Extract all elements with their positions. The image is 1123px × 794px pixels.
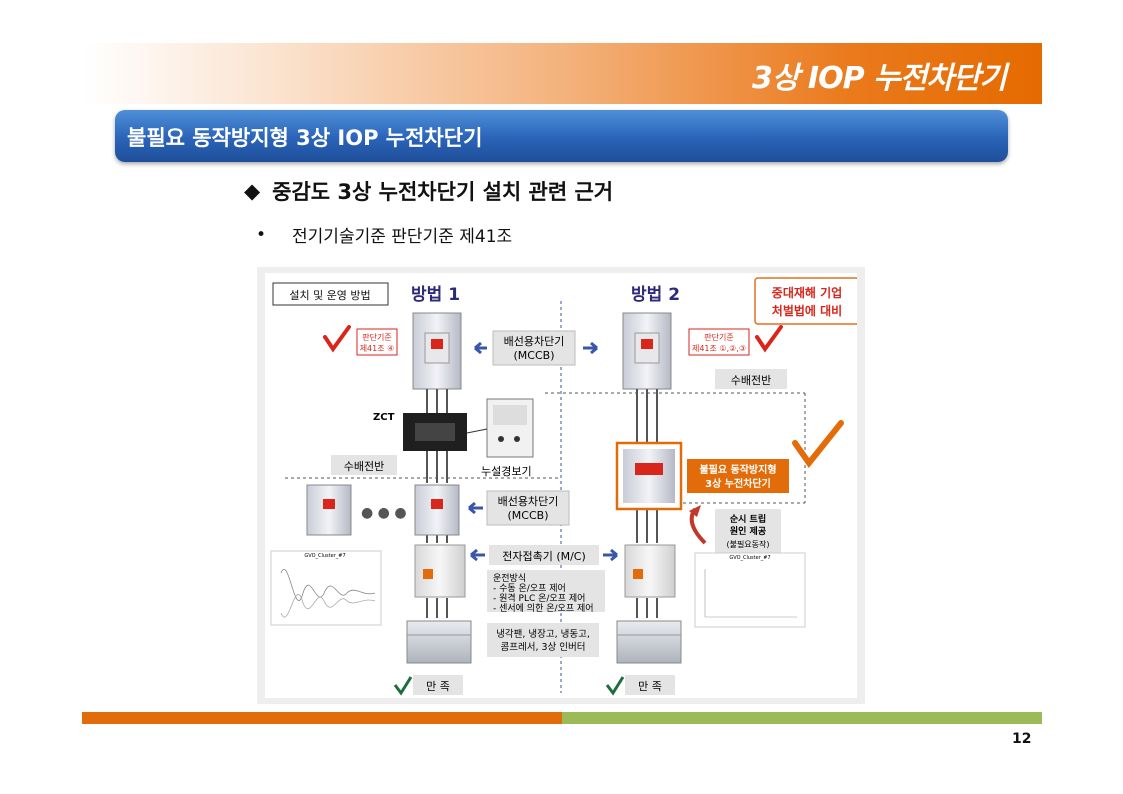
bullet-item: • 전기기술기준 판단기준 제41조 bbox=[256, 222, 513, 248]
diagram-svg: 설치 및 운영 방법 방법 1 방법 2 중대재해 기업 처벌법에 대비 판단기… bbox=[270, 277, 860, 696]
method2-label: 방법 2 bbox=[631, 285, 680, 305]
heading: ◆ 중감도 3상 누전차단기 설치 관련 근거 bbox=[244, 176, 613, 206]
diagram-canvas: 설치 및 운영 방법 방법 1 방법 2 중대재해 기업 처벌법에 대비 판단기… bbox=[265, 273, 860, 698]
operation-line-2: - 원격 PLC 온/오프 제어 bbox=[493, 592, 585, 604]
iop-breaker-label-plate bbox=[635, 463, 663, 475]
reference-box-1 bbox=[356, 328, 398, 356]
trip-cause-line-2: 원인 제공 bbox=[730, 525, 766, 537]
mccb-mid-line-2: (MCCB) bbox=[508, 509, 549, 522]
check-icon bbox=[605, 676, 625, 696]
operation-line-1: - 수동 온/오프 제어 bbox=[493, 583, 566, 594]
section-title-bar: 불필요 동작방지형 3상 IOP 누전차단기 bbox=[115, 110, 1008, 162]
leak-alarm-label: 누설경보기 bbox=[481, 465, 532, 478]
dot-bullet-icon: • bbox=[256, 224, 267, 245]
reference-1-line-1: 판단기준 bbox=[362, 332, 391, 342]
arrow-left-icon bbox=[474, 341, 487, 355]
iop-label-box bbox=[687, 459, 789, 493]
operation-box bbox=[487, 570, 605, 612]
mccb-top-line-2: (MCCB) bbox=[514, 349, 555, 362]
panel-right-box bbox=[715, 369, 787, 389]
trip-cause-line-3: (불필요동작) bbox=[726, 539, 769, 549]
mccb-breaker-branch bbox=[306, 484, 352, 536]
graph-left-title: GVO_Cluster_#7 bbox=[304, 553, 345, 559]
page-number: 12 bbox=[1012, 731, 1032, 747]
iop-label-line-2: 3상 누전차단기 bbox=[705, 477, 771, 490]
alarm-wire bbox=[466, 428, 488, 434]
mccb-top-box bbox=[492, 330, 576, 366]
load-unit-left bbox=[406, 620, 472, 664]
contactor-box bbox=[489, 545, 599, 565]
reference-2-line-2: 제41조 ①,②,③ bbox=[692, 344, 746, 353]
satisfied-2: 만 족 bbox=[638, 680, 662, 693]
wires-right bbox=[636, 389, 658, 618]
arrow-right-icon bbox=[583, 341, 598, 355]
method-box-label: 설치 및 운영 방법 bbox=[289, 289, 370, 302]
header-title: 3상 IOP 누전차단기 bbox=[751, 61, 1007, 96]
leakage-alarm-device bbox=[486, 398, 534, 458]
iop-breaker bbox=[623, 449, 675, 503]
mccb-breaker-top-left bbox=[412, 312, 462, 390]
load-unit-right bbox=[616, 620, 682, 664]
arrow-left-icon bbox=[468, 501, 483, 515]
reference-2-line-1: 판단기준 bbox=[704, 332, 733, 342]
installation-diagram: 설치 및 운영 방법 방법 1 방법 2 중대재해 기업 처벌법에 대비 판단기… bbox=[257, 267, 865, 704]
mccb-mid-box bbox=[486, 490, 570, 526]
operation-line-3: - 센서에 의한 온/오프 제어 bbox=[493, 603, 594, 614]
loads-line-2: 콤프레서, 3상 인버터 bbox=[500, 642, 585, 653]
check-icon bbox=[323, 325, 351, 353]
iop-label-line-1: 불필요 동작방지형 bbox=[699, 463, 776, 476]
satisfied-box-2 bbox=[625, 675, 675, 695]
operation-title: 운전방식 bbox=[493, 573, 526, 584]
reference-1-line-2: 제41조 ④ bbox=[360, 344, 395, 353]
diamond-bullet-icon: ◆ bbox=[244, 179, 261, 203]
zct-label: ZCT bbox=[373, 412, 395, 423]
arrow-left-icon bbox=[470, 548, 485, 562]
loads-box bbox=[487, 623, 599, 657]
notice-line-2: 처벌법에 대비 bbox=[772, 303, 842, 318]
satisfied-box-1 bbox=[413, 675, 463, 695]
notice-line-1: 중대재해 기업 bbox=[772, 285, 842, 300]
waveform-graph-left: GVO_Cluster_#7 bbox=[270, 550, 382, 626]
large-check-icon bbox=[792, 420, 844, 469]
graph-right-title: GVO_Cluster_#7 bbox=[729, 555, 770, 561]
heading-text: 중감도 3상 누전차단기 설치 관련 근거 bbox=[272, 180, 614, 204]
satisfied-1: 만 족 bbox=[426, 680, 450, 693]
mccb-breaker-mid bbox=[414, 484, 460, 536]
check-icon bbox=[393, 676, 413, 696]
reference-box-2 bbox=[688, 328, 750, 356]
check-icon bbox=[755, 325, 783, 353]
contactor-label: 전자접촉기 (M/C) bbox=[502, 550, 586, 563]
loads-line-1: 냉각팬, 냉장고, 냉동고, bbox=[496, 628, 590, 640]
method-box bbox=[272, 282, 389, 306]
waveform-graph-right: GVO_Cluster_#7 bbox=[694, 552, 806, 628]
ellipsis-dots: ● ● ● bbox=[361, 505, 407, 521]
method1-label: 방법 1 bbox=[411, 285, 460, 305]
arrow-right-icon bbox=[603, 548, 618, 562]
contactor-right bbox=[624, 544, 676, 598]
section-title: 불필요 동작방지형 3상 IOP 누전차단기 bbox=[127, 126, 483, 150]
footer-band-orange bbox=[82, 712, 562, 724]
bullet-text: 전기기술기준 판단기준 제41조 bbox=[292, 227, 513, 247]
trip-cause-box bbox=[715, 509, 781, 555]
mccb-top-line-1: 배선용차단기 bbox=[504, 335, 565, 348]
panel-right-label: 수배전반 bbox=[731, 374, 771, 387]
footer-band-green bbox=[562, 712, 1042, 724]
header-band: 3상 IOP 누전차단기 bbox=[84, 43, 1042, 104]
arrow-head-icon bbox=[689, 505, 701, 517]
panel-left-label: 수배전반 bbox=[344, 460, 384, 473]
mccb-breaker-top-right bbox=[622, 312, 672, 390]
zct-window bbox=[415, 423, 455, 441]
contactor-left bbox=[414, 544, 466, 598]
panel-left-box bbox=[331, 455, 397, 475]
trip-cause-line-1: 순시 트립 bbox=[730, 513, 766, 525]
mccb-mid-line-1: 배선용차단기 bbox=[498, 495, 559, 508]
